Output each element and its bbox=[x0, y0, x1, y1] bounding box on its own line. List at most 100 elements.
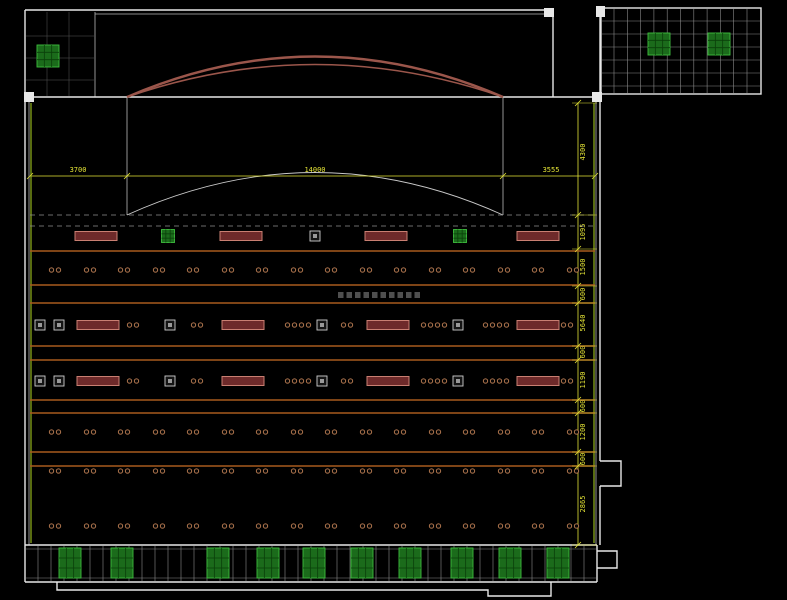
downlight bbox=[359, 267, 366, 273]
downlight bbox=[190, 322, 197, 328]
illegible-annotation bbox=[414, 292, 420, 298]
downlight bbox=[55, 267, 62, 273]
column-section bbox=[592, 92, 602, 102]
downlight bbox=[262, 468, 269, 474]
downlight bbox=[83, 267, 90, 273]
square-fixture-core bbox=[168, 323, 172, 327]
downlight bbox=[331, 267, 338, 273]
downlight bbox=[124, 523, 131, 529]
downlight bbox=[331, 523, 338, 529]
downlight bbox=[324, 523, 331, 529]
downlight bbox=[298, 322, 305, 328]
downlight bbox=[324, 468, 331, 474]
downlight bbox=[48, 267, 55, 273]
downlight bbox=[496, 378, 503, 384]
downlight bbox=[366, 523, 373, 529]
ceiling-grille bbox=[546, 547, 570, 579]
ceiling-grille bbox=[647, 32, 671, 56]
dimension-label: 3700 bbox=[70, 166, 87, 174]
downlight bbox=[290, 267, 297, 273]
downlight bbox=[228, 523, 235, 529]
downlight bbox=[255, 523, 262, 529]
downlight bbox=[133, 322, 140, 328]
downlight bbox=[255, 267, 262, 273]
downlight bbox=[496, 322, 503, 328]
downlight bbox=[83, 468, 90, 474]
linear-grille-fixture bbox=[74, 231, 118, 241]
downlight bbox=[428, 429, 435, 435]
column-section bbox=[24, 92, 34, 102]
linear-grille-fixture bbox=[366, 376, 410, 386]
linear-grille-fixture bbox=[76, 320, 120, 330]
downlight bbox=[566, 267, 573, 273]
downlight bbox=[193, 468, 200, 474]
downlight bbox=[152, 523, 159, 529]
downlight bbox=[435, 429, 442, 435]
downlight bbox=[538, 523, 545, 529]
illegible-annotation bbox=[389, 292, 395, 298]
dimension-label: 1095 bbox=[579, 224, 587, 241]
square-fixture-core bbox=[57, 323, 61, 327]
downlight bbox=[504, 523, 511, 529]
downlight bbox=[117, 429, 124, 435]
downlight bbox=[124, 429, 131, 435]
downlight bbox=[435, 523, 442, 529]
downlight bbox=[228, 468, 235, 474]
linear-grille-fixture bbox=[219, 231, 263, 241]
downlight bbox=[221, 267, 228, 273]
downlight bbox=[221, 523, 228, 529]
downlight bbox=[573, 267, 580, 273]
dimension-label: 5640 bbox=[579, 315, 587, 332]
proscenium-arch bbox=[126, 55, 504, 99]
linear-grille-fixture bbox=[516, 231, 560, 241]
downlight bbox=[359, 468, 366, 474]
downlight bbox=[193, 267, 200, 273]
downlight bbox=[55, 429, 62, 435]
downlight bbox=[393, 267, 400, 273]
downlight bbox=[291, 322, 298, 328]
dimension-label: 4300 bbox=[579, 144, 587, 161]
downlight bbox=[48, 429, 55, 435]
downlight bbox=[482, 322, 489, 328]
downlight bbox=[117, 468, 124, 474]
downlight bbox=[152, 429, 159, 435]
downlight bbox=[228, 429, 235, 435]
dimension-tick bbox=[499, 172, 507, 180]
downlight bbox=[197, 378, 204, 384]
dimension-label: 1190 bbox=[579, 372, 587, 389]
linear-grille-fixture bbox=[364, 231, 408, 241]
square-fixture-core bbox=[38, 323, 42, 327]
column-section bbox=[544, 8, 554, 17]
linear-grille-fixture bbox=[366, 320, 410, 330]
ceiling-grille bbox=[707, 32, 731, 56]
dimension-label: 1200 bbox=[579, 424, 587, 441]
downlight bbox=[124, 267, 131, 273]
downlight bbox=[159, 523, 166, 529]
illegible-annotation bbox=[372, 292, 378, 298]
ceiling-grille bbox=[36, 44, 60, 68]
downlight bbox=[497, 468, 504, 474]
downlight bbox=[117, 267, 124, 273]
dimension-label: 600 bbox=[579, 453, 587, 466]
downlight bbox=[284, 378, 291, 384]
downlight bbox=[428, 468, 435, 474]
ceiling-grille bbox=[498, 547, 522, 579]
downlight bbox=[400, 267, 407, 273]
ceiling-grille bbox=[58, 547, 82, 579]
illegible-annotation bbox=[346, 292, 352, 298]
downlight bbox=[186, 267, 193, 273]
downlight bbox=[126, 378, 133, 384]
ceiling-grille bbox=[350, 547, 374, 579]
downlight bbox=[573, 429, 580, 435]
downlight bbox=[538, 267, 545, 273]
downlight bbox=[262, 429, 269, 435]
downlight bbox=[324, 429, 331, 435]
downlight bbox=[90, 523, 97, 529]
downlight bbox=[347, 378, 354, 384]
square-fixture-core bbox=[456, 379, 460, 383]
downlight bbox=[297, 429, 304, 435]
square-fixture-core bbox=[38, 379, 42, 383]
column-section bbox=[596, 6, 605, 17]
